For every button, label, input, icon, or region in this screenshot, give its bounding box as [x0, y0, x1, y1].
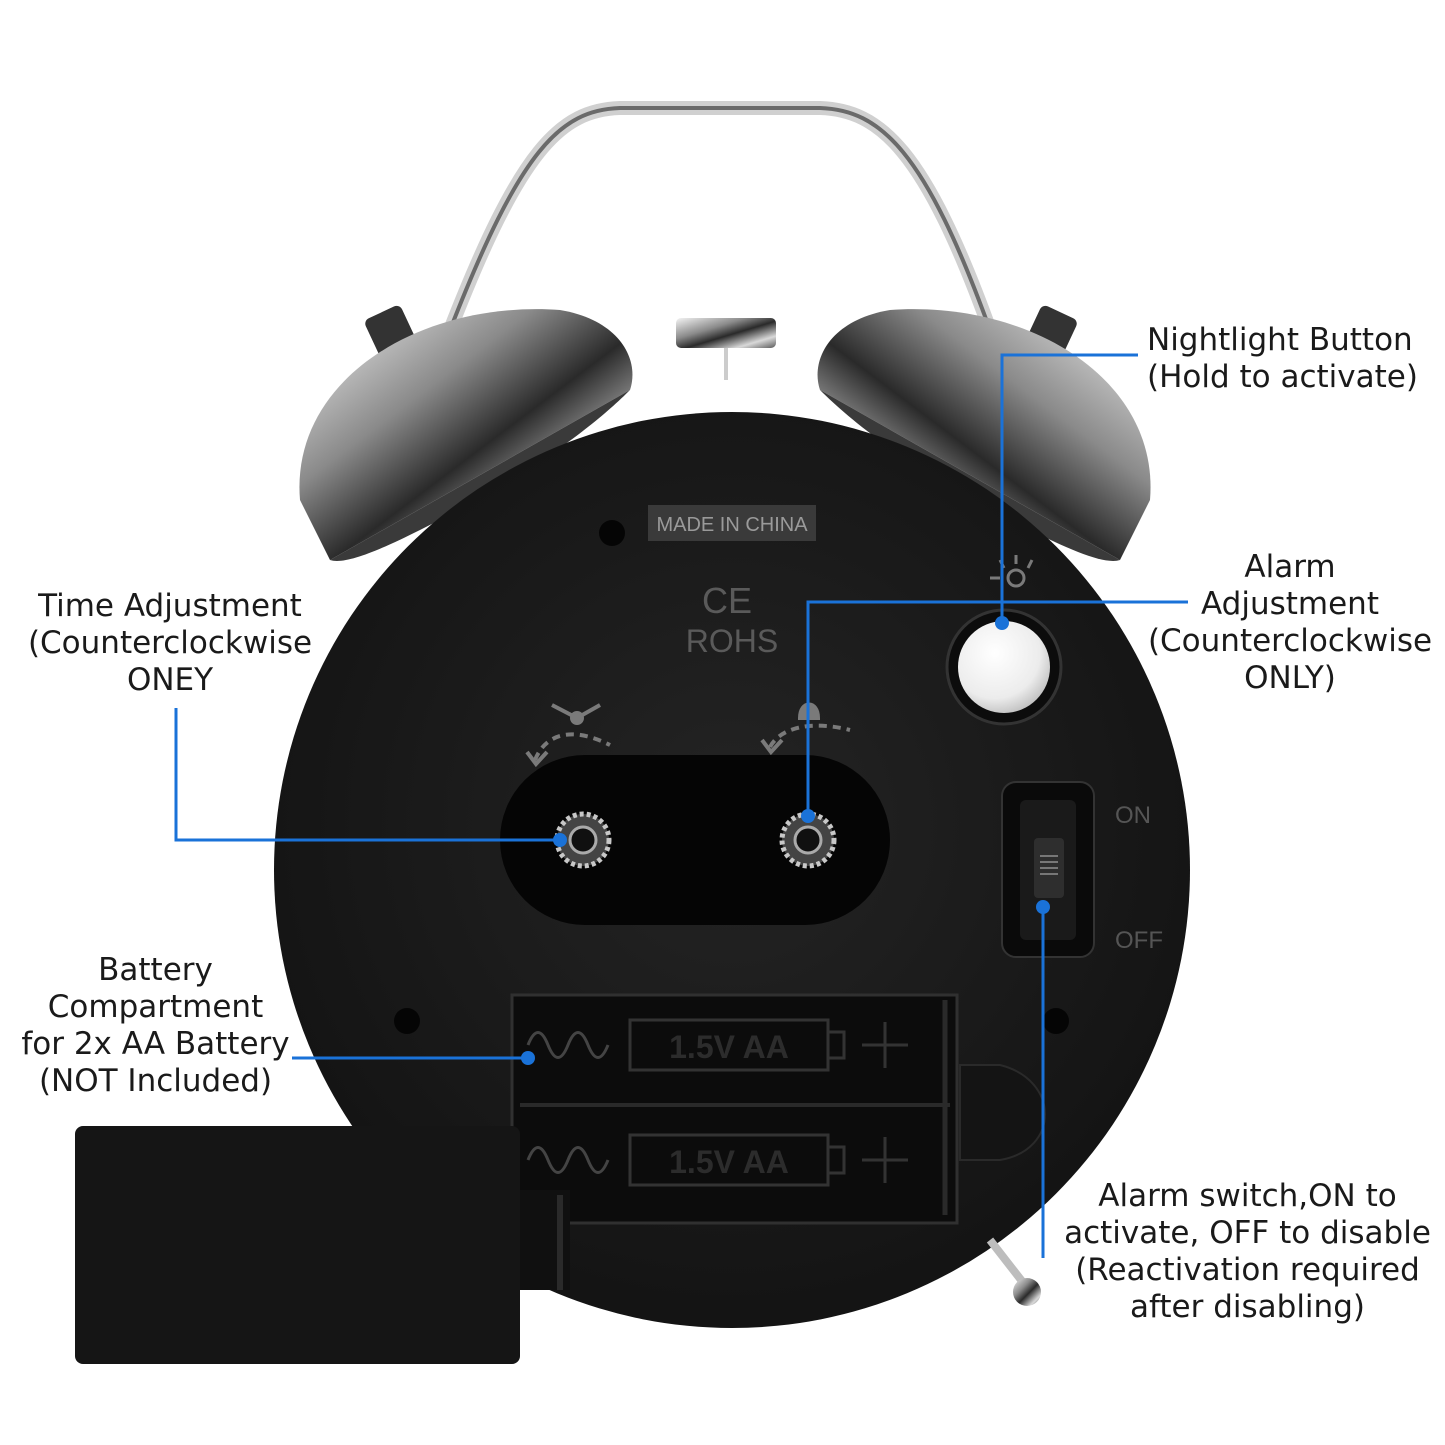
alarm-adjust-callout-line-3: (Counterclockwise: [1147, 623, 1433, 659]
alarm-switch-callout-line-1: Alarm switch,ON to: [1098, 1178, 1397, 1214]
alarm-adjust-callout: Alarm Adjustment (Counterclockwise ONLY): [1140, 549, 1440, 697]
alarm-switch-callout-line-2: activate, OFF to disable: [1064, 1215, 1431, 1251]
knob-recess: [500, 755, 890, 925]
nightlight-button[interactable]: [958, 621, 1050, 713]
time-adjust-knob[interactable]: [554, 811, 612, 869]
alarm-adjust-callout-line-4: ONLY): [1244, 660, 1336, 696]
nightlight-callout-line-1: Nightlight Button: [1147, 322, 1413, 358]
leader-lines: [174, 353, 1188, 1258]
time-adjust-icon: [525, 703, 611, 768]
alarm-adjust-callout-line-1: Alarm: [1244, 549, 1336, 585]
alarm-switch[interactable]: [1034, 838, 1064, 898]
switch-off-label: OFF: [1115, 927, 1163, 954]
battery-callout-line-1: Battery: [98, 952, 213, 988]
time-adjust-callout: Time Adjustment (Counterclockwise ONEY: [20, 588, 320, 699]
rohs-marking: ROHS: [686, 623, 778, 659]
nightlight-callout-line-2: (Hold to activate): [1147, 359, 1418, 395]
alarm-adjust-leader: [806, 600, 1188, 815]
nightlight-callout: Nightlight Button (Hold to activate): [1147, 322, 1418, 396]
alarm-switch-callout-line-4: after disabling): [1130, 1289, 1365, 1325]
bell-hammer: [676, 318, 776, 348]
left-bell: [299, 309, 633, 560]
clock-foot: [1013, 1278, 1041, 1306]
battery-slot-bottom: 1.5V AA: [526, 1133, 908, 1187]
right-bell: [817, 309, 1151, 560]
alarm-switch-callout: Alarm switch,ON to activate, OFF to disa…: [1060, 1178, 1435, 1326]
battery-slot-top: 1.5V AA: [526, 1018, 908, 1072]
time-adjust-leader: [174, 708, 560, 842]
ce-marking: CE: [702, 580, 752, 621]
alarm-switch-callout-line-3: (Reactivation required: [1075, 1252, 1420, 1288]
clock-handle: [443, 101, 997, 333]
battery-callout-line-3: for 2x AA Battery: [21, 1026, 290, 1062]
alarm-bell-icon: [760, 702, 851, 756]
time-adjust-callout-line-3: ONEY: [126, 662, 214, 698]
time-adjust-callout-line-1: Time Adjustment: [38, 588, 302, 624]
made-in-china-marking: MADE IN CHINA: [656, 514, 808, 536]
alarm-adjust-callout-line-2: Adjustment: [1201, 586, 1379, 622]
nightlight-leader: [1000, 353, 1138, 622]
battery-callout: Battery Compartment for 2x AA Battery (N…: [18, 952, 293, 1100]
battery-cover[interactable]: [75, 1126, 520, 1364]
time-adjust-callout-line-2: (Counterclockwise: [27, 625, 313, 661]
battery-label-top: 1.5V AA: [669, 1029, 789, 1065]
battery-label-bottom: 1.5V AA: [669, 1144, 789, 1180]
battery-callout-line-2: Compartment: [47, 989, 264, 1025]
switch-on-label: ON: [1115, 802, 1151, 829]
battery-callout-line-4: (NOT Included): [38, 1063, 273, 1099]
